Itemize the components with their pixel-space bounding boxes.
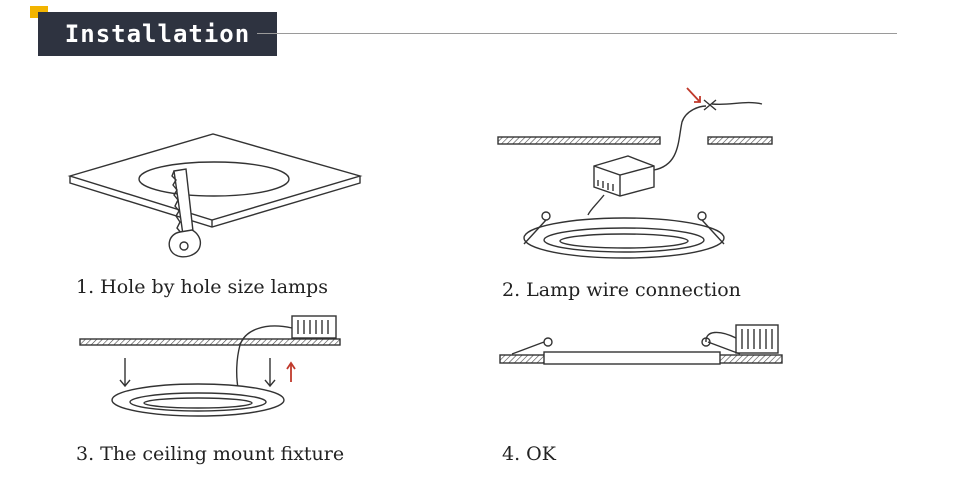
ceiling-left-4 (499, 354, 549, 364)
section-title: Installation (64, 20, 251, 48)
spring-clip-right-3 (264, 358, 276, 388)
ceiling-board (79, 338, 341, 346)
section-header: Installation (30, 6, 960, 56)
step4-caption: 4. OK (502, 443, 556, 465)
title-box: Installation (38, 12, 277, 56)
installed-wire (705, 331, 737, 343)
step3-illustration (79, 315, 341, 417)
spring-clip-right (697, 211, 725, 245)
spring-clip-left (523, 211, 551, 245)
step1-illustration (67, 133, 363, 258)
driver-box-icon-3 (735, 324, 779, 354)
saw-icon (168, 168, 202, 258)
driver-box-icon-2 (291, 315, 337, 339)
ceiling-right-4 (717, 354, 783, 364)
arrow-up-icon (286, 361, 296, 382)
step1-caption: 1. Hole by hole size lamps (76, 276, 328, 298)
lamp-wire (587, 194, 605, 216)
step3-caption: 3. The ceiling mount fixture (76, 443, 345, 465)
arrow-pointer (686, 87, 701, 103)
header-rule (257, 33, 897, 34)
step2-caption: 2. Lamp wire connection (502, 279, 741, 301)
ceiling-tile (67, 133, 363, 228)
installed-lamp (543, 351, 721, 365)
spring-clip-left-3 (119, 358, 131, 388)
ceiling-right (707, 136, 773, 145)
spring-clip-right-4 (701, 337, 741, 355)
lamp-panel (523, 217, 725, 259)
ceiling-hole (138, 161, 290, 197)
step2-illustration (497, 87, 773, 259)
ceiling-left (497, 136, 661, 145)
driver-box-icon (593, 155, 655, 197)
supply-wire (653, 105, 707, 171)
ceiling-wire (235, 325, 293, 389)
spring-clip-left-4 (511, 337, 553, 355)
lamp-panel-3 (111, 383, 285, 417)
step4-illustration (499, 324, 783, 365)
mains-wire (711, 101, 763, 106)
connector-knot (703, 99, 717, 111)
